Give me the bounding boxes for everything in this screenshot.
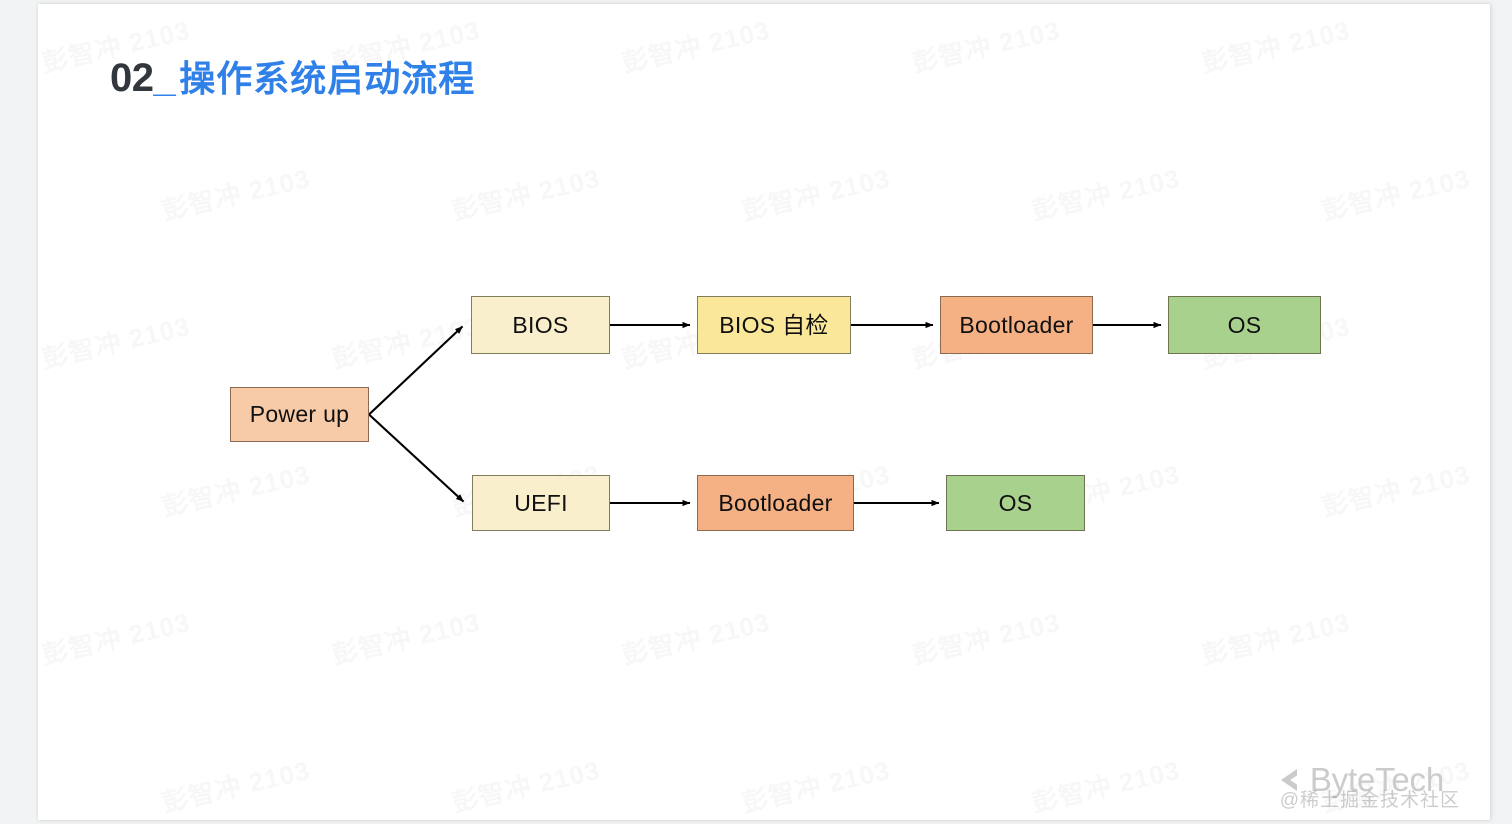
flow-node-bios: BIOS	[471, 296, 610, 354]
flow-node-os-bot: OS	[946, 475, 1085, 531]
page-title: 02_操作系统启动流程	[110, 50, 475, 102]
title-separator: _	[153, 56, 176, 100]
chevron-left-icon	[1280, 768, 1297, 791]
flow-node-power-up: Power up	[230, 387, 369, 442]
title-number: 02	[110, 56, 154, 100]
brand-name: ByteTech	[1309, 761, 1444, 798]
title-text: 操作系统启动流程	[179, 58, 476, 99]
slide-canvas: 彭智冲 2103彭智冲 2103彭智冲 2103彭智冲 2103彭智冲 2103…	[38, 4, 1490, 820]
flow-node-bootloader-top: Bootloader	[940, 296, 1093, 354]
flow-node-bootloader-bot: Bootloader	[697, 475, 854, 531]
flow-node-os-top: OS	[1168, 296, 1321, 354]
brand-logo: ByteTech	[1272, 763, 1444, 796]
flow-node-bios-post: BIOS 自检	[697, 296, 851, 354]
community-watermark: @稀土掘金技术社区	[1279, 790, 1460, 811]
flow-node-uefi: UEFI	[472, 475, 610, 531]
